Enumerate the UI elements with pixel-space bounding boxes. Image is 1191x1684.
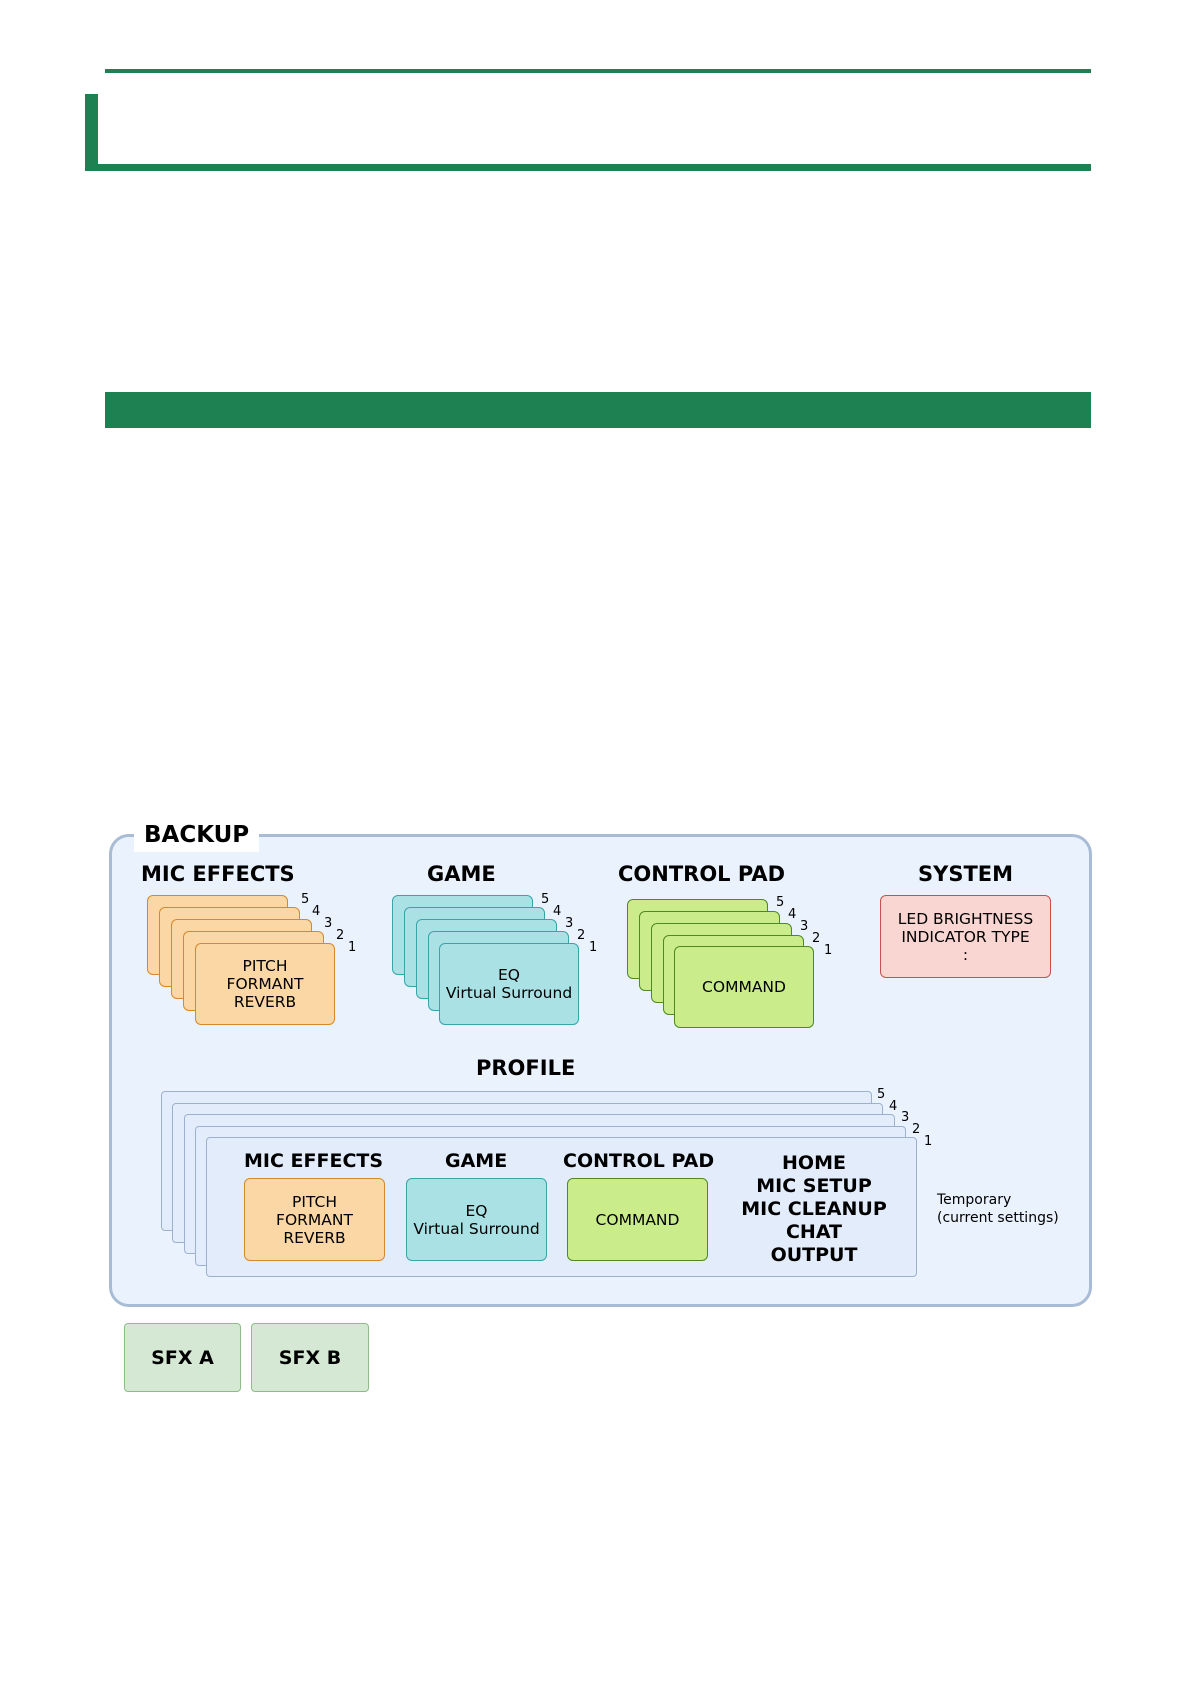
stack-number: 5 bbox=[776, 895, 785, 910]
stack-number: 4 bbox=[788, 907, 797, 922]
system-heading: SYSTEM bbox=[918, 862, 1014, 886]
game-line: EQ bbox=[498, 966, 520, 984]
stack-number: 2 bbox=[577, 928, 586, 943]
sfx-b-box: SFX B bbox=[251, 1323, 369, 1392]
stack-number: 3 bbox=[565, 916, 574, 931]
profile-setting-mic-setup: MIC SETUP bbox=[756, 1175, 872, 1197]
header-accent-bar bbox=[85, 94, 98, 170]
stack-number: 1 bbox=[589, 940, 598, 955]
game-heading: GAME bbox=[427, 862, 496, 886]
profile-mic-effects-line: PITCH bbox=[292, 1192, 337, 1211]
system-card: LED BRIGHTNESS INDICATOR TYPE : bbox=[880, 895, 1051, 978]
temporary-note-line: (current settings) bbox=[937, 1210, 1059, 1226]
stack-number: 3 bbox=[800, 919, 809, 934]
stack-number: 2 bbox=[912, 1122, 921, 1137]
profile-control-pad-card: COMMAND bbox=[567, 1178, 708, 1261]
profile-setting-mic-cleanup: MIC CLEANUP bbox=[741, 1198, 887, 1220]
mic-effects-line: PITCH bbox=[242, 957, 288, 975]
stack-number: 1 bbox=[824, 943, 833, 958]
stack-number: 5 bbox=[541, 892, 550, 907]
profile-control-pad-heading: CONTROL PAD bbox=[563, 1150, 715, 1172]
header-bottom-rule bbox=[85, 164, 1091, 171]
stack-number: 4 bbox=[889, 1099, 898, 1114]
profile-game-line: EQ bbox=[465, 1201, 488, 1220]
control-pad-heading: CONTROL PAD bbox=[618, 862, 786, 886]
mic-effects-card-1: PITCH FORMANT REVERB bbox=[195, 943, 335, 1025]
game-card-1: EQ Virtual Surround bbox=[439, 943, 579, 1025]
stack-number: 5 bbox=[301, 892, 310, 907]
mic-effects-line: FORMANT bbox=[226, 975, 304, 993]
stack-number: 2 bbox=[336, 928, 345, 943]
temporary-note: Temporary (current settings) bbox=[937, 1191, 1059, 1227]
stack-number: 4 bbox=[553, 904, 562, 919]
profile-setting-chat: CHAT bbox=[785, 1221, 843, 1243]
profile-setting-output: OUTPUT bbox=[770, 1244, 858, 1266]
mic-effects-line: REVERB bbox=[233, 993, 297, 1011]
stack-number: 3 bbox=[901, 1110, 910, 1125]
profile-game-line: Virtual Surround bbox=[413, 1219, 540, 1238]
game-line: Virtual Surround bbox=[445, 984, 573, 1002]
control-pad-card-1: COMMAND bbox=[674, 946, 814, 1028]
profile-heading: PROFILE bbox=[476, 1056, 576, 1080]
stack-number: 5 bbox=[877, 1087, 886, 1102]
sfx-a-box: SFX A bbox=[124, 1323, 241, 1392]
profile-game-card: EQ Virtual Surround bbox=[406, 1178, 547, 1261]
backup-title: BACKUP bbox=[134, 818, 260, 852]
profile-mic-effects-card: PITCH FORMANT REVERB bbox=[244, 1178, 385, 1261]
system-line: INDICATOR TYPE bbox=[901, 927, 1030, 946]
profile-control-pad-line: COMMAND bbox=[595, 1210, 680, 1229]
profile-setting-home: HOME bbox=[782, 1152, 846, 1174]
profile-mic-effects-line: REVERB bbox=[283, 1228, 346, 1247]
mic-effects-heading: MIC EFFECTS bbox=[141, 862, 295, 886]
stack-number: 1 bbox=[924, 1134, 933, 1149]
header-top-rule bbox=[105, 69, 1091, 73]
profile-mic-effects-line: FORMANT bbox=[276, 1210, 353, 1229]
stack-number: 1 bbox=[348, 940, 357, 955]
stack-number: 2 bbox=[812, 931, 821, 946]
temporary-note-line: Temporary bbox=[937, 1192, 1012, 1208]
system-line: LED BRIGHTNESS bbox=[897, 909, 1034, 928]
stack-number: 4 bbox=[312, 904, 321, 919]
profile-game-heading: GAME bbox=[445, 1150, 508, 1172]
profile-mic-effects-heading: MIC EFFECTS bbox=[244, 1150, 384, 1172]
section-heading-bar bbox=[105, 392, 1091, 428]
stack-number: 3 bbox=[324, 916, 333, 931]
profile-other-settings: HOME MIC SETUP MIC CLEANUP CHAT OUTPUT bbox=[732, 1152, 896, 1267]
control-pad-line: COMMAND bbox=[702, 978, 786, 996]
system-line: : bbox=[962, 945, 969, 964]
